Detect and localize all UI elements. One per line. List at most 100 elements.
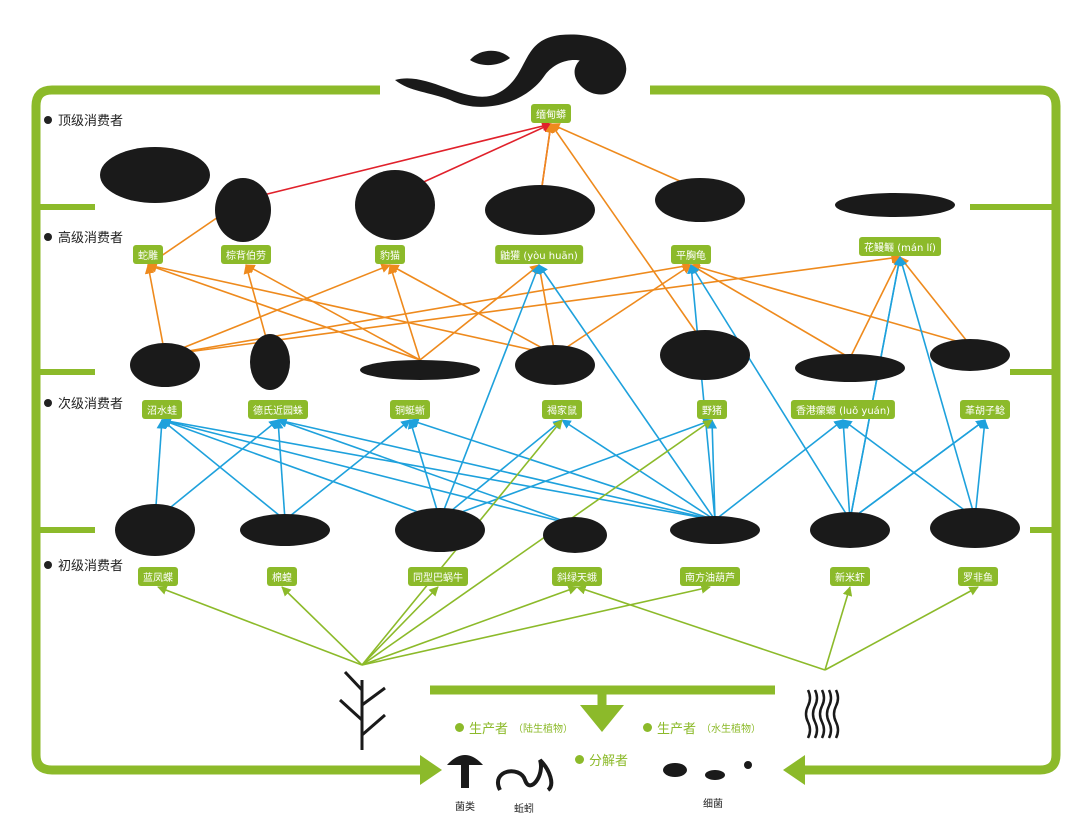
species-label-shrike: 棕背伯劳: [221, 245, 271, 264]
python-head-icon: [470, 50, 510, 66]
species-label-spider: 德氏近园蛛: [248, 400, 308, 419]
edge-cricket-to-ferretbadger: [538, 264, 716, 521]
water-plant-icon: [825, 689, 833, 739]
leopardcat-icon: [355, 170, 435, 240]
catfish-icon: [930, 339, 1010, 371]
frog-icon: [130, 343, 200, 387]
edge-locust-to-spider: [273, 419, 286, 521]
bacteria-icon: [744, 761, 752, 769]
species-label-tilapia: 罗非鱼: [958, 567, 998, 586]
edge-shrimp-to-turtle: [690, 264, 851, 521]
edge-turtle-to-python: [550, 123, 701, 191]
edge-land-to-cricket: [361, 584, 711, 666]
species-label-butterfly: 蓝凤蝶: [138, 567, 178, 586]
butterfly-icon: [115, 504, 195, 556]
mushroom-icon: [447, 755, 483, 788]
edge-snail-to-ferretbadger: [439, 264, 541, 521]
edge-snail-to-skink: [407, 419, 441, 521]
frame: [31, 85, 1061, 775]
land-plant-icon: [338, 670, 386, 750]
producer-land-legend: 生产者（陆生植物）: [455, 718, 573, 737]
level-primary: 初级消费者: [44, 555, 123, 574]
edge-newt-to-turtle: [690, 264, 851, 359]
edge-rat-to-ferretbadger: [535, 264, 556, 356]
decomposer-label: 分解者: [589, 754, 629, 769]
edge-locust-to-skink: [284, 419, 411, 521]
python-icon: [395, 34, 627, 107]
level-label: 次级消费者: [58, 397, 124, 412]
edge-land-to-locust: [281, 586, 363, 666]
species-label-catfish: 革胡子鲶: [960, 400, 1010, 419]
edge-catfish-to-turtle: [690, 262, 971, 346]
edge-snail-to-boar: [439, 418, 713, 521]
moth-icon: [543, 517, 607, 553]
bacteria-icon: [705, 770, 725, 780]
edge-moth-to-frog: [161, 417, 576, 526]
edge-locust-to-frog: [161, 419, 286, 521]
cricket-icon: [670, 516, 760, 544]
earthworm-label: 蚯蚓: [514, 804, 534, 815]
frame-arrows: [420, 705, 805, 785]
shrike-icon: [215, 178, 271, 242]
edge-cricket-to-boar: [707, 419, 718, 521]
edge-land-to-butterfly: [157, 585, 363, 666]
species-label-snail: 同型巴蜗牛: [408, 567, 468, 586]
species-label-eagle: 蛇雕: [133, 245, 163, 264]
silhouettes: [100, 34, 1020, 792]
edge-frog-to-turtle: [164, 261, 692, 356]
edge-cricket-to-newt: [714, 419, 844, 521]
fungi-label: 菌类: [455, 802, 475, 813]
edge-rat-to-leopardcat: [389, 264, 556, 356]
edge-land-to-moth: [361, 585, 578, 666]
level-top: 顶级消费者: [44, 110, 123, 129]
edge-cricket-to-frog: [161, 416, 716, 521]
species-label-ferretbadger: 鼬獾 (yòu huān): [495, 245, 583, 264]
edge-water-to-moth: [576, 585, 826, 671]
level-high: 高级消费者: [44, 227, 123, 246]
water-plant-icon: [811, 689, 819, 739]
species-label-frog: 沼水蛙: [142, 400, 182, 419]
species-label-skink: 铜蜓蜥: [390, 400, 430, 419]
edges: [144, 121, 989, 671]
shrimp-icon: [810, 512, 890, 548]
edge-water-to-tilapia: [824, 586, 979, 671]
edge-shrike-to-python: [242, 121, 552, 201]
level-dividers: [36, 204, 1056, 533]
edge-boar-to-python: [550, 123, 706, 346]
species-label-cricket: 南方油葫芦: [680, 567, 740, 586]
species-label-leopardcat: 豹猫: [375, 245, 405, 264]
edge-tilapia-to-eel: [897, 256, 976, 519]
producer-water-legend: 生产者 （水生植物）: [643, 718, 761, 737]
snail-icon: [395, 508, 485, 552]
edge-rat-to-turtle: [554, 264, 692, 356]
edge-cricket-to-turtle: [687, 264, 716, 521]
eagle-icon: [100, 147, 210, 203]
species-label-newt: 香港瘰螈 (luǒ yuán): [790, 400, 896, 419]
edge-shrimp-to-newt: [838, 419, 851, 521]
bullet-icon: [643, 723, 652, 732]
edge-skink-to-shrike: [245, 264, 421, 361]
turtle-icon: [655, 178, 745, 222]
edge-frog-to-leopardcat: [164, 263, 391, 356]
edge-newt-to-eel: [849, 256, 901, 359]
edge-tilapia-to-newt: [842, 419, 976, 519]
species-label-rat: 褐家鼠: [542, 400, 582, 419]
boar-icon: [660, 330, 750, 380]
edge-snail-to-rat: [439, 419, 563, 521]
edge-frog-to-eel: [164, 253, 901, 356]
locust-icon: [240, 514, 330, 546]
rat-icon: [515, 345, 595, 385]
edge-frog-to-eagle: [144, 264, 166, 356]
producer-land-note: （陆生植物）: [513, 724, 574, 735]
producer-label: 生产者: [657, 722, 697, 737]
edge-land-to-boar: [361, 419, 713, 666]
bacteria-icon: [663, 763, 687, 777]
edge-shrimp-to-eel: [849, 256, 904, 521]
bacteria-label: 细菌: [703, 799, 723, 810]
species-label-boar: 野猪: [697, 400, 727, 419]
species-label-eel: 花鳗鲡 (mán lí): [859, 237, 941, 256]
edge-cricket-to-spider: [277, 417, 716, 521]
skink-icon: [360, 360, 480, 380]
producer-water-note: （水生植物）: [701, 724, 762, 735]
